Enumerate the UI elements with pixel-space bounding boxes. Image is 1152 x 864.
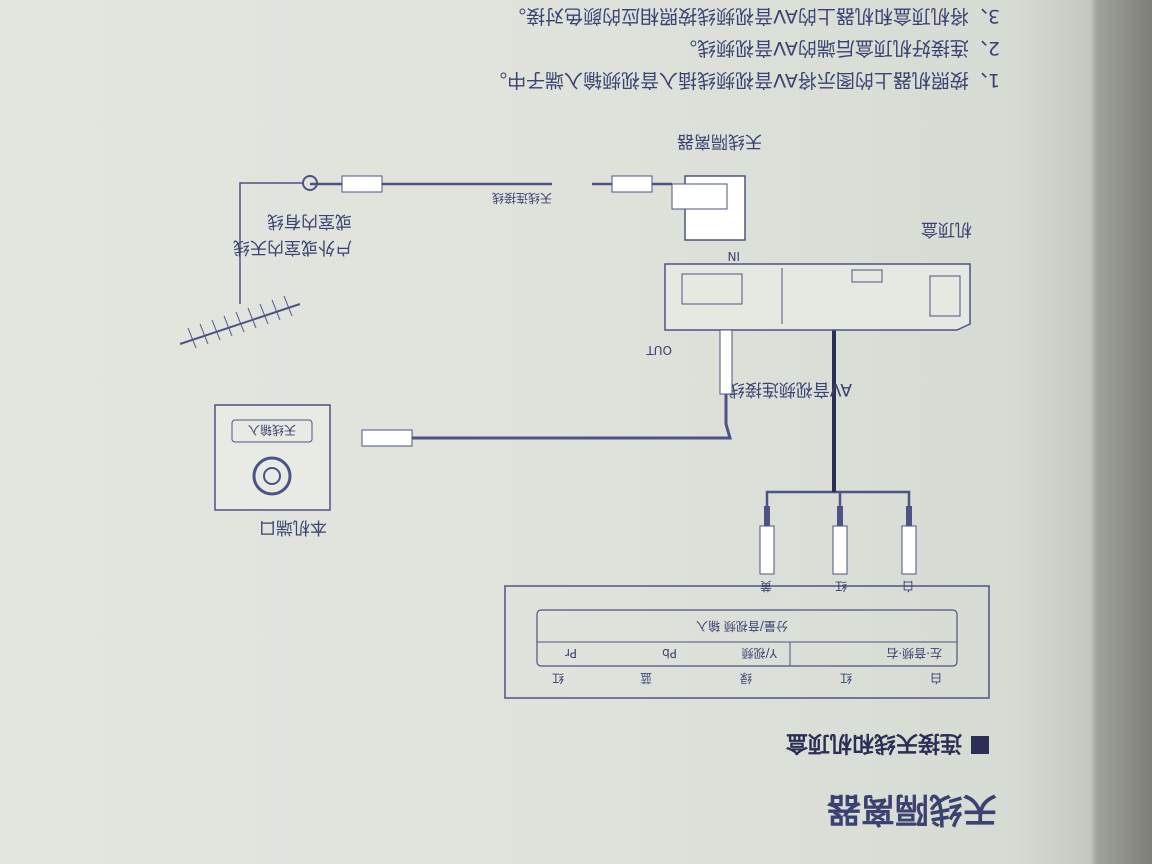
instruction-3: 3、将机顶盒和机器上的AV音视频线按照相应的颜色对接。 [507,5,1000,27]
antenna-isolator: IN 天线隔离器 天线连接线 [239,131,762,304]
antenna-label-1: 户外或室内天线 [233,237,352,257]
section-heading: 连接天线和机顶盒 [785,730,962,756]
color-red-2: 红 [552,671,564,686]
plug-red [832,506,848,575]
col-audio: 左·音频·右 [886,646,942,661]
av-cable-label: AV音视频连接线 [728,379,852,399]
out-label: OUT [646,343,672,357]
local-port-label: 本机端口 [259,517,327,537]
color-red: 红 [840,671,852,686]
col-pb: Pb [662,646,677,660]
in-label: IN [727,249,740,263]
local-port: 天线输入 本机端口 [214,404,331,537]
antenna-input-label: 天线输入 [248,423,296,438]
stb-label: 机顶盒 [921,219,972,239]
table-title: 分量/音视频 输入 [696,619,788,634]
plug-label-yellow: 黄 [760,579,772,593]
set-top-box: 机顶盒 OUT [361,219,972,447]
antenna-icon: 户外或室内天线 或室内有线 [179,211,352,349]
section-title-isolator: 天线隔离器 [826,789,997,829]
plug-label-red: 红 [835,579,847,594]
color-blue: 蓝 [640,671,652,685]
antenna-cable-label: 天线连接线 [492,191,552,206]
rca-plugs: 白 红 黄 AV音视频连接线 [728,330,917,594]
antenna-label-2: 或室内有线 [267,211,352,231]
instruction-1: 1、按照机器上的图示将AV音视频线插入音视频输入端子中。 [488,69,1000,91]
col-pr: Pr [565,646,577,660]
color-white: 白 [930,671,942,686]
instruction-2: 2、连接好机顶盒后端的AV音视频线。 [678,37,1000,59]
col-video: Y/视频 [742,646,778,661]
component-input-table: 白 红 绿 蓝 红 左·音频·右 Y/视频 Pb Pr 分量/音视频 输入 [504,585,990,699]
out-connector [719,329,733,395]
color-green: 绿 [740,671,752,686]
plug-white [901,506,917,575]
heading-bullet-icon [971,736,989,754]
isolator-label: 天线隔离器 [677,131,762,151]
plug-yellow [759,506,775,575]
plug-label-white: 白 [902,579,914,594]
